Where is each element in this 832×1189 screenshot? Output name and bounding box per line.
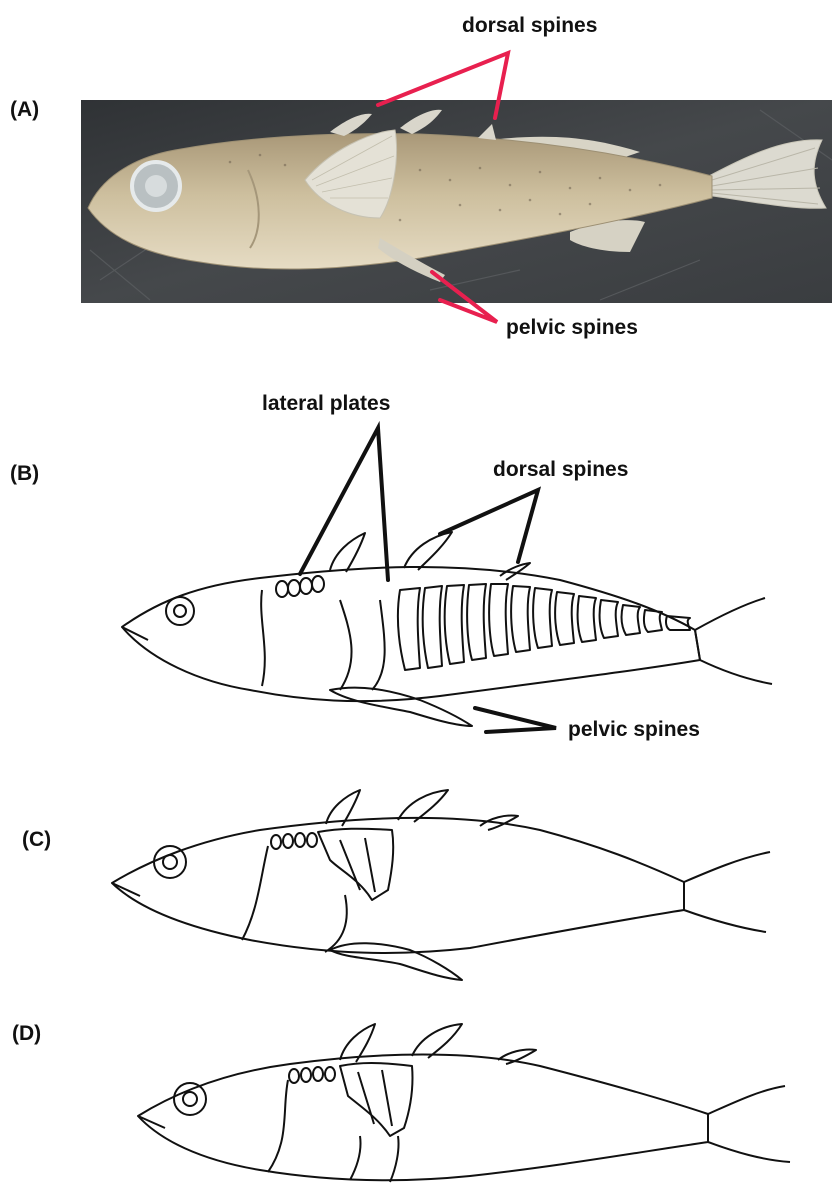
panel-b-dorsal-spine-3 bbox=[500, 563, 530, 580]
panel-b-tail bbox=[695, 598, 772, 684]
panel-c-body-outline bbox=[112, 818, 684, 953]
panel-d-tail bbox=[708, 1086, 790, 1162]
panel-c-tail bbox=[684, 852, 770, 932]
panel-c-eye bbox=[154, 846, 186, 878]
panel-d-body-outline bbox=[138, 1055, 708, 1181]
panel-d-lateral-plates-anterior bbox=[289, 1067, 335, 1083]
panel-d-eye bbox=[174, 1083, 206, 1115]
panel-b-pelvic-leader bbox=[475, 708, 556, 732]
panel-b-body-outline bbox=[122, 567, 700, 701]
panel-c-lateral-plates-anterior bbox=[271, 833, 317, 849]
panel-a-photo bbox=[81, 100, 832, 303]
panel-c-fish-drawing bbox=[112, 790, 770, 980]
panel-b-eye bbox=[166, 597, 194, 625]
panel-b-lateral-plates-anterior bbox=[276, 576, 324, 597]
panel-b-fish-drawing bbox=[122, 532, 772, 726]
panel-b-dorsal-spine-2 bbox=[404, 532, 452, 570]
panel-b-dorsal-leader bbox=[440, 490, 538, 562]
panel-b-lateral-leader bbox=[300, 428, 388, 580]
panel-b-dorsal-spine-1 bbox=[330, 533, 365, 572]
panel-d-dorsal-spine-2 bbox=[412, 1024, 462, 1058]
panel-b-lateral-plates-series bbox=[398, 584, 690, 670]
panel-d-fish-drawing bbox=[138, 1024, 790, 1182]
